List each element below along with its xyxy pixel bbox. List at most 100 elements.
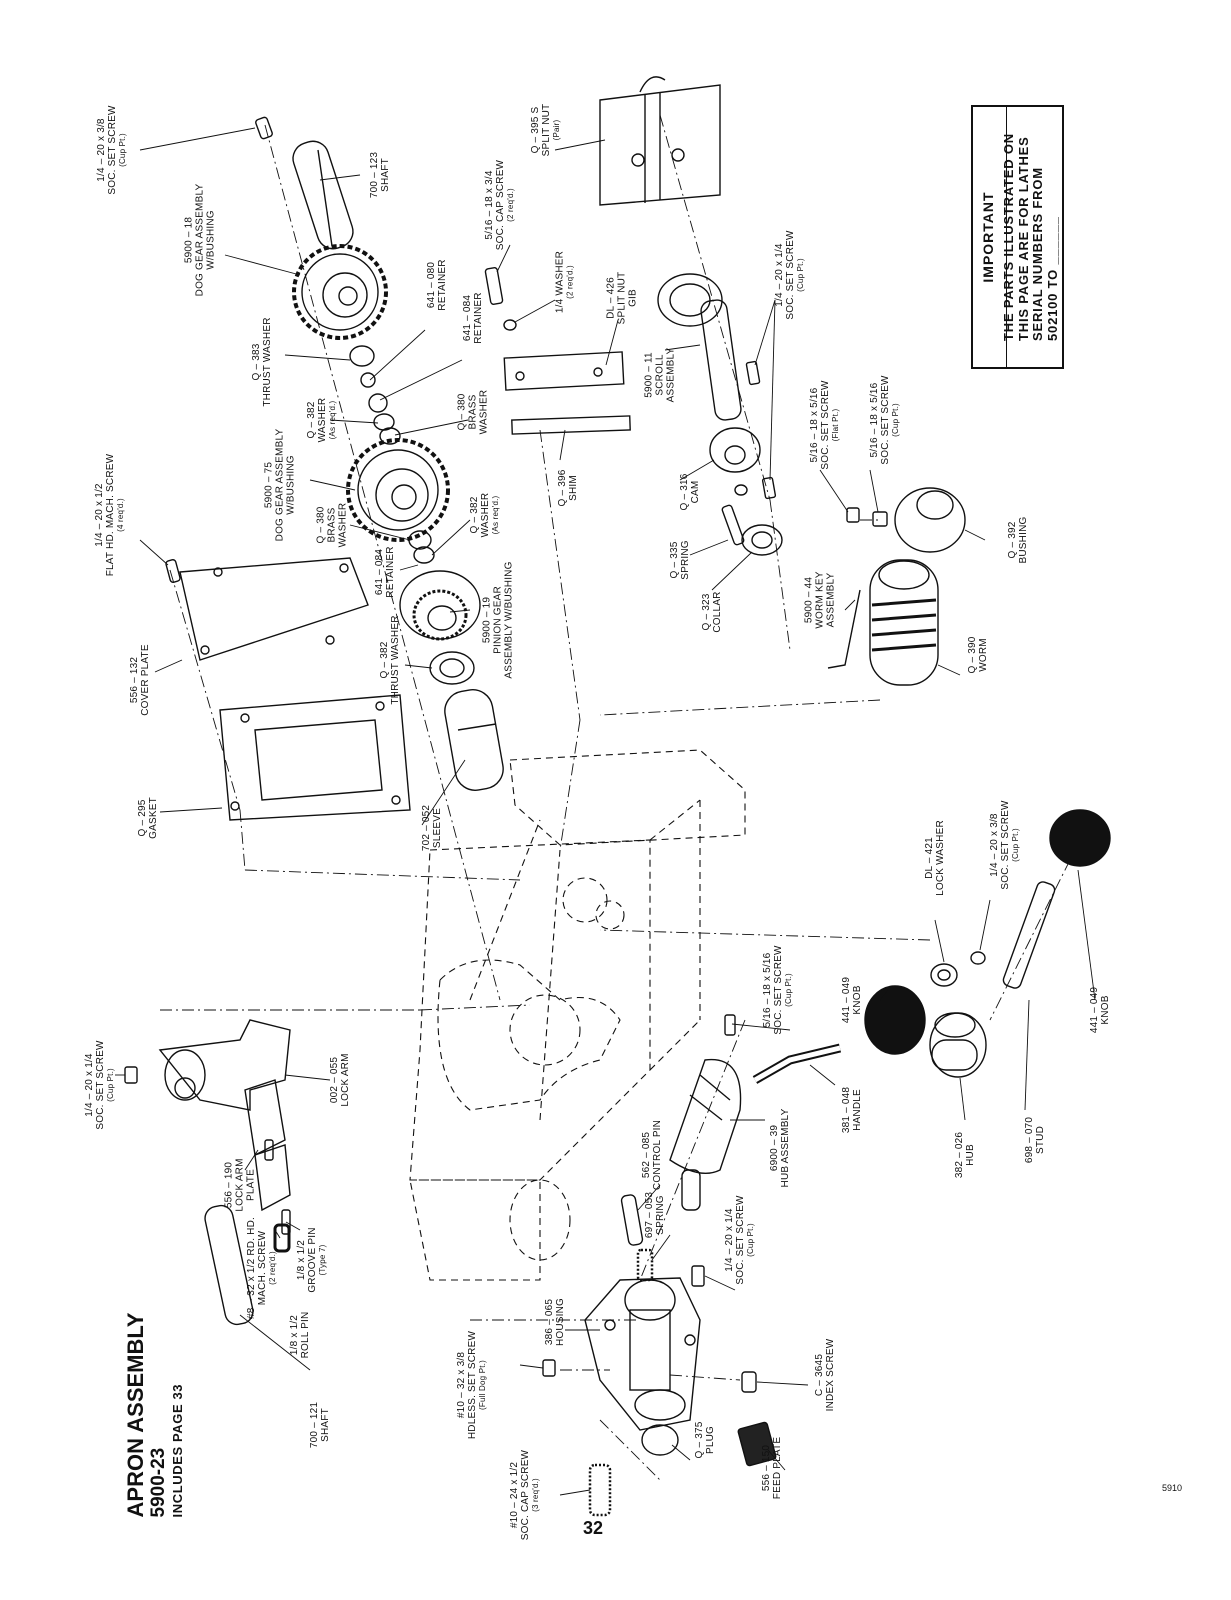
housing-386-065 xyxy=(584,1277,701,1431)
pinion-gear-5900-19 xyxy=(399,570,481,641)
plug-q375 xyxy=(641,1424,679,1456)
lock-washer-dl421 xyxy=(930,963,958,987)
label-rd-hd-mach-screw: #8 – 32 x 1/2 RD. HD.MACH. SCREW(2 req'd… xyxy=(246,1216,277,1320)
cam-q316 xyxy=(709,427,761,473)
important-notice xyxy=(971,105,1064,369)
label-washer-1-4: 1/4 WASHER(2 req'd.) xyxy=(554,250,575,314)
title-line-3: INCLUDES PAGE 33 xyxy=(170,1383,185,1518)
gasket-q295 xyxy=(219,694,411,821)
important-heading: IMPORTANT xyxy=(980,191,996,283)
sleeve-702-052 xyxy=(444,689,504,791)
shaft-700-123 xyxy=(255,116,354,250)
worm-q390 xyxy=(869,559,939,686)
drawing-code: 5910 xyxy=(1162,1483,1183,1493)
stud-698-070 xyxy=(1002,881,1056,989)
knob-441-049-top xyxy=(1049,809,1111,867)
page-number: 32 xyxy=(583,1518,604,1538)
retainer-641-084 xyxy=(368,393,388,413)
split-nut-gib-dl426 xyxy=(503,351,625,391)
thrust-washer-q382 xyxy=(429,651,475,685)
title-line-2: 5900-23 xyxy=(148,1447,169,1518)
knob-441-049-hub xyxy=(864,985,926,1055)
worm-key-5900-44 xyxy=(827,589,861,669)
cover-plate-556-132 xyxy=(179,557,369,661)
bushing-q392 xyxy=(846,487,966,553)
hub-382-026 xyxy=(929,1012,987,1078)
title-line-1: APRON ASSEMBLY xyxy=(123,1312,148,1518)
split-nut-q395s xyxy=(599,76,721,206)
lock-arm-002-055 xyxy=(158,1019,291,1111)
retainer-641-080 xyxy=(360,372,376,388)
control-pin-562-085 xyxy=(620,1194,644,1246)
apron-body xyxy=(409,749,746,1281)
page-title: APRON ASSEMBLY 5900-23 INCLUDES PAGE 33 xyxy=(123,1312,186,1518)
collar-q323 xyxy=(741,524,783,556)
feed-plate-556-150 xyxy=(737,1421,777,1467)
shim-q396 xyxy=(511,415,631,435)
important-heading-cell xyxy=(973,107,1007,367)
dog-gear-5900-75 xyxy=(346,438,450,542)
dog-gear-5900-18 xyxy=(292,244,388,340)
shaft-700-121 xyxy=(204,1204,254,1326)
important-body: THE PARTS ILLUSTRATED ON THIS PAGE ARE F… xyxy=(1001,133,1060,341)
lock-arm-plate-556-190 xyxy=(244,1079,286,1157)
hub-assembly-6900-39 xyxy=(669,1058,742,1211)
thrust-washer-q383 xyxy=(349,345,375,367)
